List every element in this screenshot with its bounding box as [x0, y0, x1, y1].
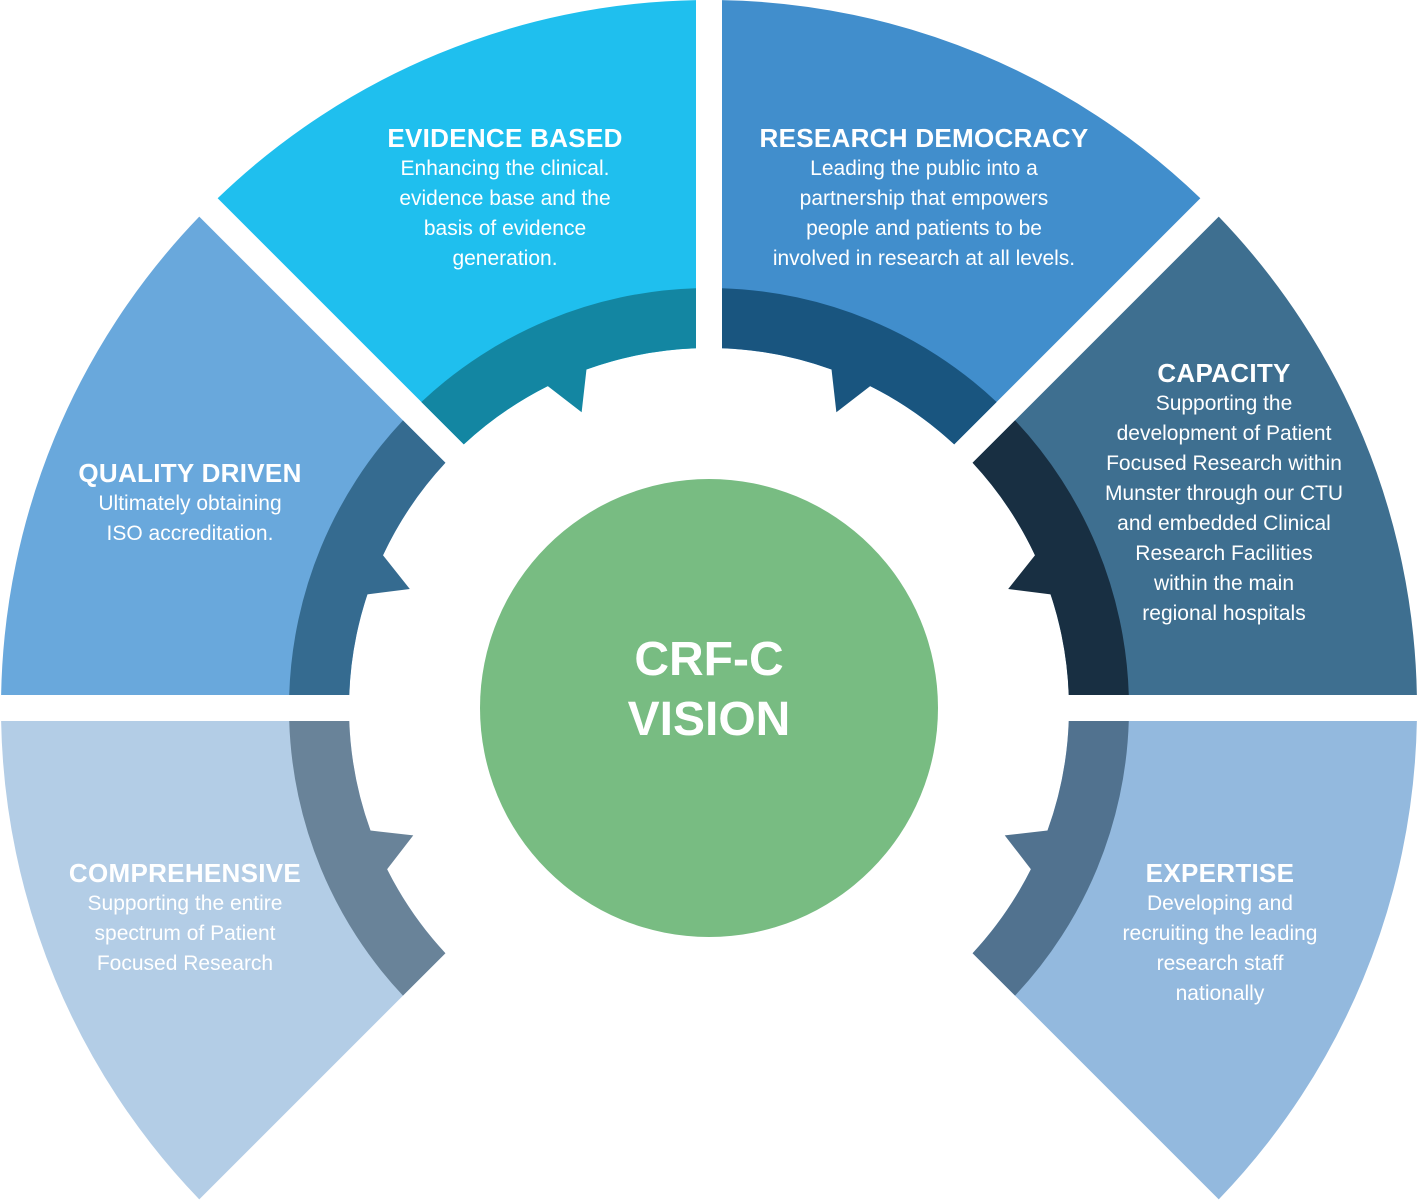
description-line: development of Patient: [1116, 422, 1332, 445]
description-line: involved in research at all levels.: [772, 247, 1076, 270]
center-label-line2: VISION: [627, 693, 791, 746]
description-line: Munster through our CTU: [1104, 482, 1344, 505]
description-line: Focused Research within: [1106, 452, 1342, 475]
description-line: ISO accreditation.: [106, 522, 274, 545]
description-line: Enhancing the clinical.: [400, 157, 610, 180]
segment-evidence-based: EVIDENCE BASED Enhancing the clinical. e…: [340, 122, 670, 274]
segment-description: Ultimately obtaining ISO accreditation.: [50, 489, 330, 549]
description-line: Focused Research: [96, 952, 274, 975]
segment-title: EVIDENCE BASED: [387, 123, 623, 153]
description-line: Research Facilities: [1135, 542, 1313, 565]
description-line: evidence base and the: [399, 187, 611, 210]
description-line: recruiting the leading: [1122, 922, 1318, 945]
gear-ring-expertise: [972, 721, 1129, 996]
segment-description: Enhancing the clinical. evidence base an…: [340, 154, 670, 274]
description-line: regional hospitals: [1142, 602, 1306, 625]
segment-title: CAPACITY: [1157, 358, 1291, 388]
segment-description: Supporting the entire spectrum of Patien…: [45, 889, 325, 979]
gear-ring-comprehensive: [289, 721, 446, 996]
description-line: Developing and: [1147, 892, 1293, 915]
segment-expertise: EXPERTISE Developing and recruiting the …: [1080, 857, 1360, 1009]
segment-comprehensive: COMPREHENSIVE Supporting the entire spec…: [45, 857, 325, 979]
gear-ring-evidence-based: [421, 288, 696, 445]
description-line: people and patients to be: [806, 217, 1042, 240]
segment-description: Developing and recruiting the leading re…: [1080, 889, 1360, 1009]
description-line: and embedded Clinical: [1117, 512, 1331, 535]
segment-description: Supporting the development of Patient Fo…: [1074, 389, 1374, 629]
center-circle: [480, 479, 938, 937]
description-line: Supporting the: [1155, 392, 1293, 415]
description-line: nationally: [1175, 982, 1265, 1005]
description-line: Supporting the entire: [87, 892, 283, 915]
description-line: spectrum of Patient: [94, 922, 276, 945]
center-label-line1: CRF-C: [634, 633, 784, 686]
description-line: partnership that empowers: [799, 187, 1049, 210]
description-line: Ultimately obtaining: [98, 492, 282, 515]
segment-quality-driven: QUALITY DRIVEN Ultimately obtaining ISO …: [50, 457, 330, 549]
description-line: generation.: [452, 247, 558, 270]
segment-capacity: CAPACITY Supporting the development of P…: [1074, 357, 1374, 629]
description-line: within the main: [1153, 572, 1295, 595]
segment-title: RESEARCH DEMOCRACY: [759, 123, 1089, 153]
description-line: research staff: [1156, 952, 1284, 975]
gear-ring-capacity: [972, 420, 1129, 695]
segment-title: EXPERTISE: [1145, 858, 1295, 888]
gear-ring-research-democracy: [722, 288, 997, 445]
segment-research-democracy: RESEARCH DEMOCRACY Leading the public in…: [724, 122, 1124, 274]
center-label: CRF-C VISION: [480, 630, 938, 750]
segment-description: Leading the public into a partnership th…: [724, 154, 1124, 274]
gear-ring-quality-driven: [289, 420, 446, 695]
segment-title: QUALITY DRIVEN: [78, 458, 302, 488]
description-line: basis of evidence: [423, 217, 587, 240]
segment-title: COMPREHENSIVE: [68, 858, 302, 888]
description-line: Leading the public into a: [810, 157, 1038, 180]
